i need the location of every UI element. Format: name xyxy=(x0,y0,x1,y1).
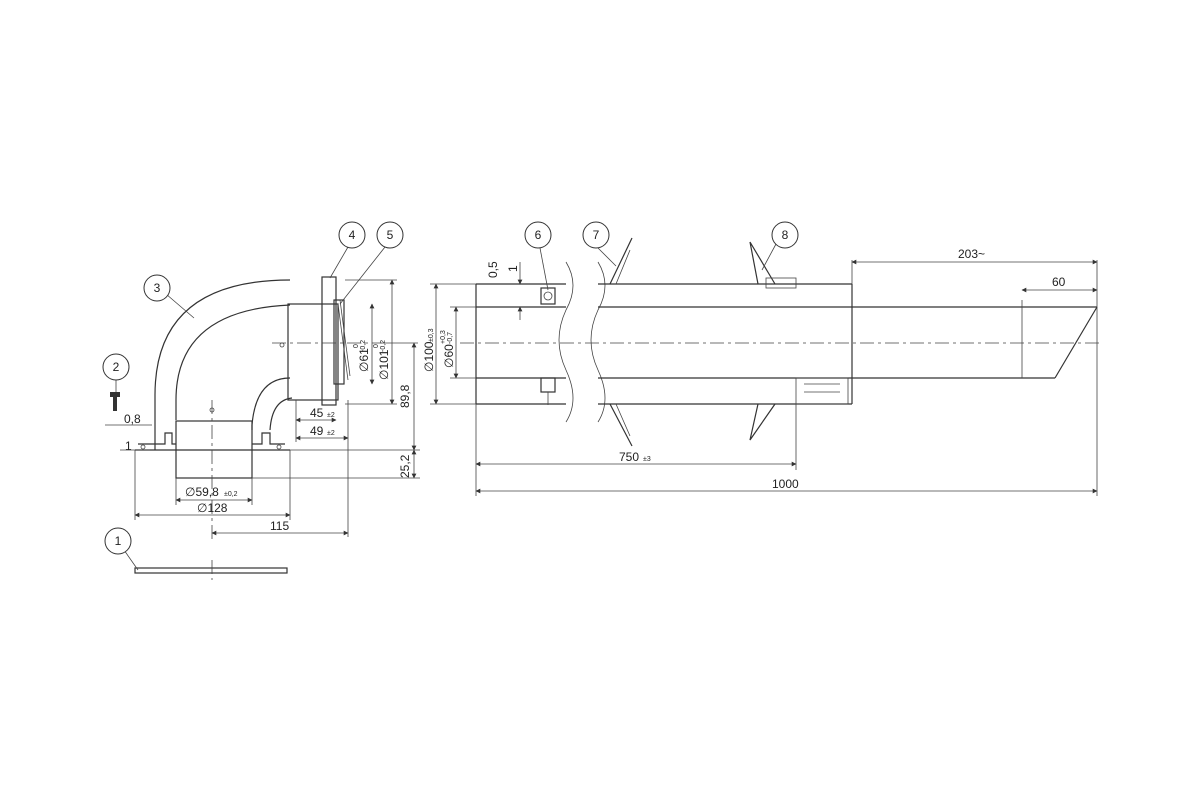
elbow-assembly xyxy=(135,276,380,540)
sealing-ring-5 xyxy=(333,299,345,385)
dim-61: ∅61 xyxy=(357,348,371,372)
dim-750-tol: ±3 xyxy=(643,456,651,463)
dim-100: ∅100 xyxy=(422,341,436,372)
wall-rosette-7 xyxy=(609,237,633,447)
pipe-bevel-end xyxy=(1054,306,1098,379)
dim-61-tol-upper: 0 xyxy=(353,344,360,348)
dim-203: 203~ xyxy=(958,247,985,261)
elbow-inner-arc-2 xyxy=(269,397,293,431)
callout-4: 4 xyxy=(329,221,366,279)
dim-61-group: ∅61 0 -0,2 xyxy=(353,340,371,372)
dim-101-group: ∅101 0 -0,2 xyxy=(373,340,391,380)
dim-1000: 1000 xyxy=(772,477,799,491)
pipe-sleeve xyxy=(795,377,849,405)
callout-1-label: 1 xyxy=(115,534,122,548)
break-line xyxy=(590,261,606,423)
callout-8: 8 xyxy=(761,221,799,271)
callout-4-label: 4 xyxy=(349,228,356,242)
right-dimensions xyxy=(430,259,1098,496)
callout-3: 3 xyxy=(143,274,195,319)
left-dimensions xyxy=(105,279,420,537)
dim-60-tol-upper: +0,3 xyxy=(440,330,447,344)
sealing-ring-4 xyxy=(321,276,337,406)
dim-101: ∅101 xyxy=(377,349,391,380)
callout-8-label: 8 xyxy=(782,228,789,242)
dim-0-5: 0,5 xyxy=(486,261,500,278)
dim-1-right: 1 xyxy=(506,265,520,272)
dim-60-group: ∅60 +0,3 -0,7 xyxy=(440,330,456,368)
dim-49: 49 xyxy=(310,424,324,438)
callout-6-label: 6 xyxy=(535,228,542,242)
dim-49-tol: ±2 xyxy=(327,430,335,437)
dim-1-left: 1 xyxy=(125,439,132,453)
callout-3-label: 3 xyxy=(154,281,161,295)
wall-rosette-8 xyxy=(749,241,776,441)
dim-101-tol-upper: 0 xyxy=(373,344,380,348)
flange-hole xyxy=(140,444,146,450)
dim-59-8-tol: ±0,2 xyxy=(224,491,238,498)
callout-7-label: 7 xyxy=(593,228,600,242)
base-flange xyxy=(135,432,290,451)
dim-128: ∅128 xyxy=(197,501,228,515)
dim-100-tol: ±0,3 xyxy=(428,328,435,342)
dim-0-8: 0,8 xyxy=(124,412,141,426)
dim-61-tol-lower: -0,2 xyxy=(360,340,367,352)
callout-2-label: 2 xyxy=(113,360,120,374)
sensor-port xyxy=(279,342,285,348)
dim-45: 45 xyxy=(310,406,324,420)
pipe-assembly xyxy=(460,237,1100,447)
dim-100-group: ∅100 ±0,3 xyxy=(422,328,436,372)
dim-750: 750 xyxy=(619,450,639,464)
callout-6: 6 xyxy=(524,221,552,291)
dim-25-2: 25,2 xyxy=(398,454,412,478)
dim-60: ∅60 xyxy=(442,344,456,368)
elbow-socket xyxy=(287,303,339,401)
callout-2: 2 xyxy=(102,353,130,392)
dim-89-8: 89,8 xyxy=(398,384,412,408)
callout-5: 5 xyxy=(339,221,404,305)
elbow-mid-arc xyxy=(175,304,291,420)
callout-5-label: 5 xyxy=(387,228,394,242)
dim-60-tol-lower: -0,7 xyxy=(447,332,454,344)
dim-115: 115 xyxy=(270,519,289,533)
ring-hatch xyxy=(337,303,349,381)
dim-45-tol: ±2 xyxy=(327,412,335,419)
callout-7: 7 xyxy=(582,221,617,267)
ring-hatch-2 xyxy=(339,299,351,377)
gasket-plate xyxy=(134,560,288,580)
flange-hole xyxy=(276,444,282,450)
break-line xyxy=(558,261,574,423)
clamp-top xyxy=(540,287,556,305)
callout-1: 1 xyxy=(104,527,139,571)
elbow-outer-arc xyxy=(154,279,291,450)
screw-icon xyxy=(110,392,120,411)
dim-60-end: 60 xyxy=(1052,275,1066,289)
clamp-bottom xyxy=(540,377,556,393)
dim-101-tol-lower: -0,2 xyxy=(380,340,387,352)
dim-59-8: ∅59,8 xyxy=(185,485,219,499)
